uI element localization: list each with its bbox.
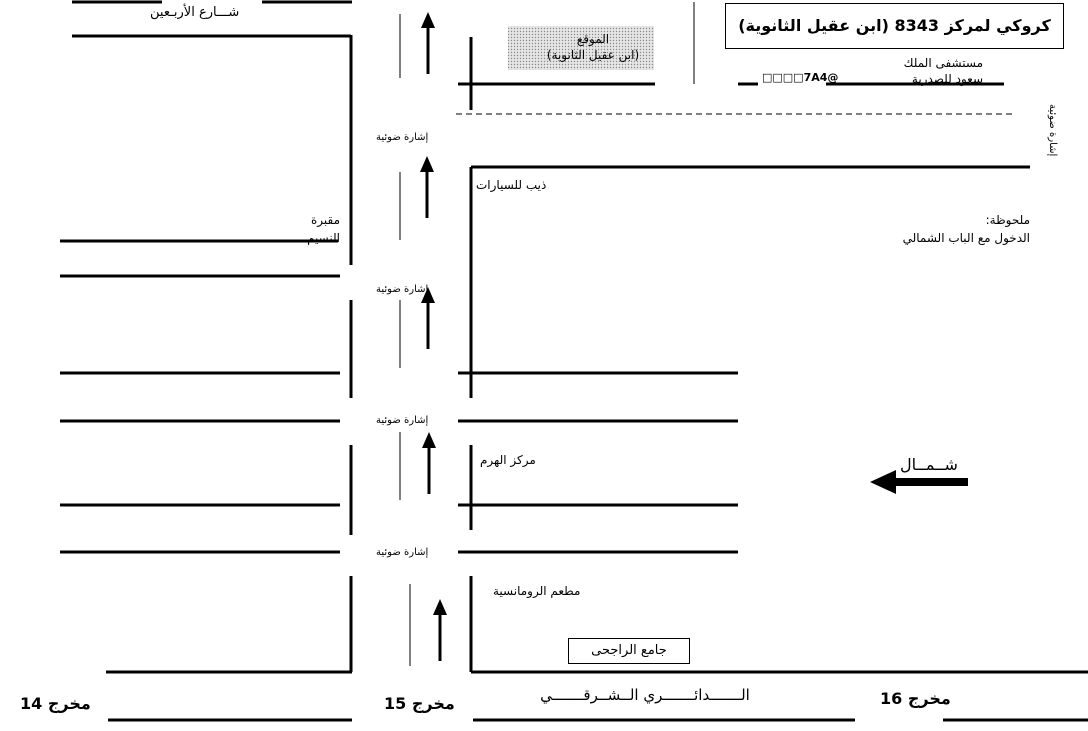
signal-label-side: إشارة ضوئية [1047, 104, 1058, 157]
note-label: ملحوظة: الدخول مع الباب الشمالي [890, 211, 1030, 247]
north-label: شــمــال [900, 455, 958, 474]
note-line2: الدخول مع الباب الشمالي [902, 231, 1030, 245]
phone-text: □□□□7A4@ [762, 71, 839, 84]
location-label: الموقع (ابن عقيل الثانوية) [528, 31, 658, 63]
signal-label-2: إشارة ضوئية [376, 284, 429, 295]
signal-label-3: إشارة ضوئية [376, 415, 429, 426]
location-marker [508, 26, 654, 70]
street-arbaeen: شـــارع الأربـعين [150, 5, 240, 20]
map-title: كروكي لمركز 8343 (ابن عقيل الثانوية) [738, 16, 1051, 35]
north-arrow [870, 470, 968, 494]
title-box: كروكي لمركز 8343 (ابن عقيل الثانوية) [725, 3, 1064, 49]
exit-15-label: مخرج 15 [384, 694, 455, 713]
restaurant-label: مطعم الرومانسية [493, 584, 581, 598]
street-ring-road: الـــــــدائـــــــري الــشــرقـــــــي [540, 686, 750, 704]
cemetery-line2: النسيم [307, 231, 340, 245]
exit-16-label: مخرج 16 [880, 689, 951, 708]
signal-label-1: إشارة ضوئية [376, 132, 429, 143]
exit-14-label: مخرج 14 [20, 694, 91, 713]
cemetery-line1: مقبرة [310, 213, 340, 227]
hospital-line1: مستشفى الملك [903, 56, 983, 70]
mosque-box: جامع الراجحى [568, 638, 690, 664]
cemetery-label: مقبرة النسيم [290, 211, 340, 247]
location-line1: الموقع [576, 32, 610, 46]
hospital-line2: سعود للصدرية [911, 72, 983, 86]
haram-center-label: مركز الهرم [480, 453, 536, 467]
note-line1: ملحوظة: [985, 213, 1030, 227]
car-bazaar-label: ذيب للسيارات [476, 178, 547, 192]
mosque-label: جامع الراجحى [591, 643, 667, 658]
signal-label-4: إشارة ضوئية [376, 547, 429, 558]
location-line2: (ابن عقيل الثانوية) [546, 48, 640, 62]
hospital-label: مستشفى الملك سعود للصدرية [893, 55, 983, 87]
